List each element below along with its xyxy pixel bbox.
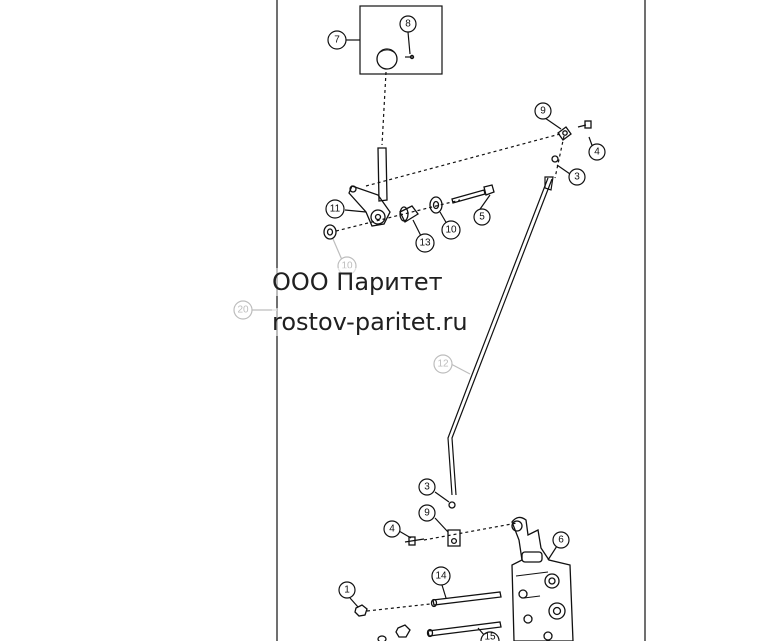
svg-text:20: 20 (237, 305, 249, 316)
leader-12 (450, 363, 471, 375)
lower-link-dashed (423, 522, 518, 541)
leader-6 (547, 545, 558, 561)
tie-rod-lower (426, 621, 502, 638)
callout-7: 7 (327, 30, 347, 50)
leader-8 (407, 31, 411, 55)
tie-rod-upper (430, 591, 502, 608)
leader-3a (556, 164, 571, 175)
callout-3b: 3 (418, 478, 436, 496)
callout-20: 20 (233, 300, 253, 320)
control-valve-body (511, 516, 574, 641)
callout-1: 1 (338, 581, 356, 599)
knob-pin (405, 54, 415, 60)
svg-text:15: 15 (484, 632, 496, 641)
hex-nut-bottom (377, 624, 411, 641)
knob-assembly-dashed (381, 71, 387, 146)
nut-rod-dashed (366, 603, 431, 612)
callout-9b: 9 (418, 504, 436, 522)
svg-text:5: 5 (479, 212, 485, 223)
callout-13: 13 (415, 233, 435, 253)
svg-text:6: 6 (558, 535, 564, 546)
callout-9a: 9 (534, 102, 552, 120)
leader-11 (344, 209, 367, 213)
washer-upper (429, 196, 443, 214)
svg-text:14: 14 (435, 571, 447, 582)
callout-4a: 4 (588, 143, 606, 161)
callout-8: 8 (399, 15, 417, 33)
svg-text:11: 11 (330, 204, 341, 215)
leader-1 (349, 597, 359, 608)
hex-nut-left (354, 604, 368, 617)
svg-text:7: 7 (334, 35, 340, 46)
callout-3a: 3 (568, 168, 586, 186)
control-knob (376, 48, 398, 70)
upper-lock-nut (551, 155, 559, 163)
svg-text:8: 8 (405, 19, 411, 30)
lower-clevis (447, 529, 461, 547)
upper-link-dashed (365, 133, 561, 187)
callout-6: 6 (552, 531, 570, 549)
callout-12: 12 (433, 354, 453, 374)
svg-text:1: 1 (344, 585, 350, 596)
svg-text:3: 3 (424, 482, 430, 493)
leader-3b (434, 491, 450, 503)
leader-14 (441, 584, 447, 599)
spacer-sleeve (399, 205, 419, 223)
control-lever (348, 147, 391, 227)
svg-text:4: 4 (594, 147, 600, 158)
svg-text:13: 13 (419, 238, 431, 249)
leader-9a (544, 117, 562, 130)
lower-clevis-pin (404, 536, 425, 546)
callout-14: 14 (431, 566, 451, 586)
knob-detail-box (359, 5, 443, 75)
watermark-company-name: ООО Паритет (272, 268, 443, 296)
callout-5: 5 (473, 208, 491, 226)
svg-text:10: 10 (445, 225, 457, 236)
callout-4b: 4 (383, 520, 401, 538)
leader-10b (332, 238, 343, 261)
leader-4b (398, 530, 412, 539)
lower-lock-nut (448, 501, 456, 509)
leader-9b (434, 517, 449, 533)
svg-text:12: 12 (437, 359, 449, 370)
callout-10a: 10 (441, 220, 461, 240)
upper-clevis-pin (577, 120, 592, 129)
svg-text:4: 4 (389, 524, 395, 535)
upper-stack-dashed (554, 135, 565, 179)
pivot-bolt (451, 184, 495, 204)
svg-text:9: 9 (424, 508, 430, 519)
svg-text:9: 9 (540, 106, 546, 117)
washer-lower (323, 224, 337, 240)
leader-13 (412, 219, 422, 237)
watermark-website: rostov-paritet.ru (272, 308, 468, 336)
svg-text:3: 3 (574, 172, 580, 183)
connecting-rod (447, 176, 554, 496)
upper-clevis (557, 126, 572, 141)
callout-11: 11 (325, 199, 345, 219)
callout-15: 15 (480, 631, 500, 641)
svg-text:10: 10 (341, 261, 353, 272)
